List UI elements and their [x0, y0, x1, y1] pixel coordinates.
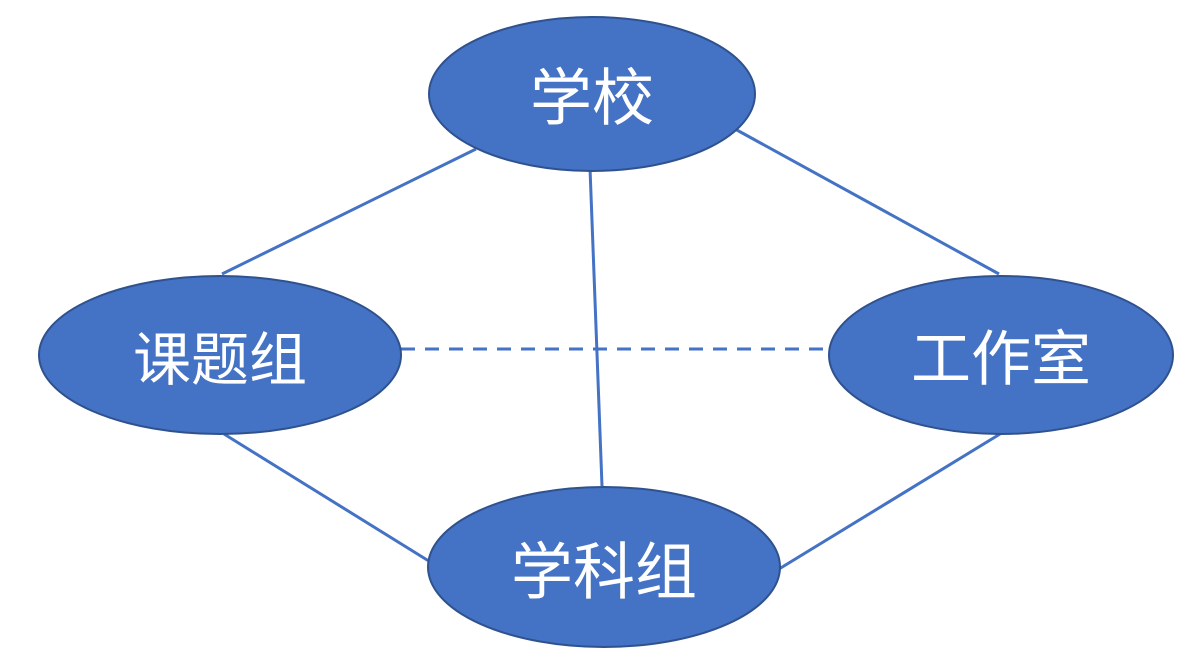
edge-school-research-group — [221, 147, 477, 276]
node-school-shape — [428, 16, 756, 172]
node-research-group-label: 课题组 — [133, 326, 307, 394]
edge-school-studio — [734, 127, 1000, 276]
node-research-group: 课题组 — [38, 275, 402, 435]
edge-studio-subject-group — [778, 432, 1001, 571]
node-subject-group: 学科组 — [427, 486, 781, 648]
node-research-group-shape — [38, 275, 402, 435]
node-school: 学校 — [428, 16, 756, 172]
edge-research-group-subject-group — [223, 432, 433, 565]
node-subject-group-shape — [427, 486, 781, 648]
node-school-label: 学校 — [530, 62, 654, 135]
node-studio-shape — [828, 275, 1174, 435]
node-studio: 工作室 — [828, 275, 1174, 435]
node-subject-group-label: 学科组 — [511, 536, 697, 609]
node-studio-label: 工作室 — [911, 325, 1091, 395]
edge-school-subject-group — [588, 167, 604, 487]
